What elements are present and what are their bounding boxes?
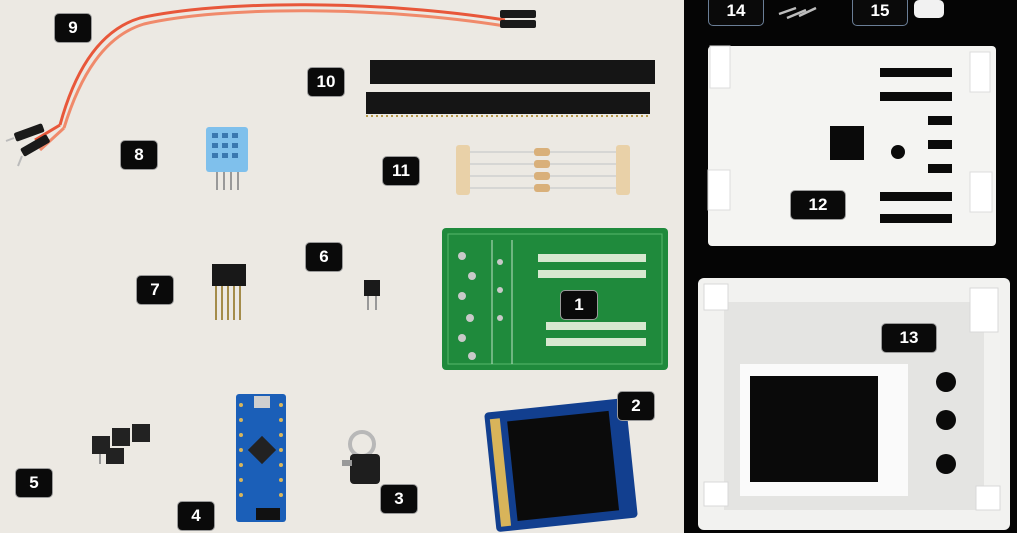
label-4: 4 xyxy=(177,501,215,531)
label-13: 13 xyxy=(881,323,937,353)
enclosure-lid xyxy=(707,45,996,246)
pcb-board xyxy=(442,228,668,370)
arduino-nano xyxy=(236,394,286,522)
label-7: 7 xyxy=(136,275,174,305)
push-buttons xyxy=(92,424,150,464)
label-15: 15 xyxy=(852,0,908,26)
screws xyxy=(778,6,817,20)
enclosure-box xyxy=(698,278,1010,530)
jumper-wires xyxy=(5,3,536,167)
female-headers xyxy=(366,60,655,117)
standoff xyxy=(914,0,944,18)
label-5: 5 xyxy=(15,468,53,498)
label-6: 6 xyxy=(305,242,343,272)
pin-header-jumper xyxy=(364,280,380,310)
tft-display xyxy=(484,398,638,532)
label-12: 12 xyxy=(790,190,846,220)
resistors xyxy=(456,145,630,195)
dht11-sensor xyxy=(206,127,248,190)
label-14: 14 xyxy=(708,0,764,26)
power-jack xyxy=(342,430,380,484)
enclosure-illustration xyxy=(698,0,1010,530)
components-illustration xyxy=(5,3,668,532)
label-3: 3 xyxy=(380,484,418,514)
label-1: 1 xyxy=(560,290,598,320)
label-8: 8 xyxy=(120,140,158,170)
enclosure-photo xyxy=(684,0,1017,533)
label-10: 10 xyxy=(307,67,345,97)
label-9: 9 xyxy=(54,13,92,43)
label-11: 11 xyxy=(382,156,420,186)
stacking-header xyxy=(212,264,246,320)
label-2: 2 xyxy=(617,391,655,421)
